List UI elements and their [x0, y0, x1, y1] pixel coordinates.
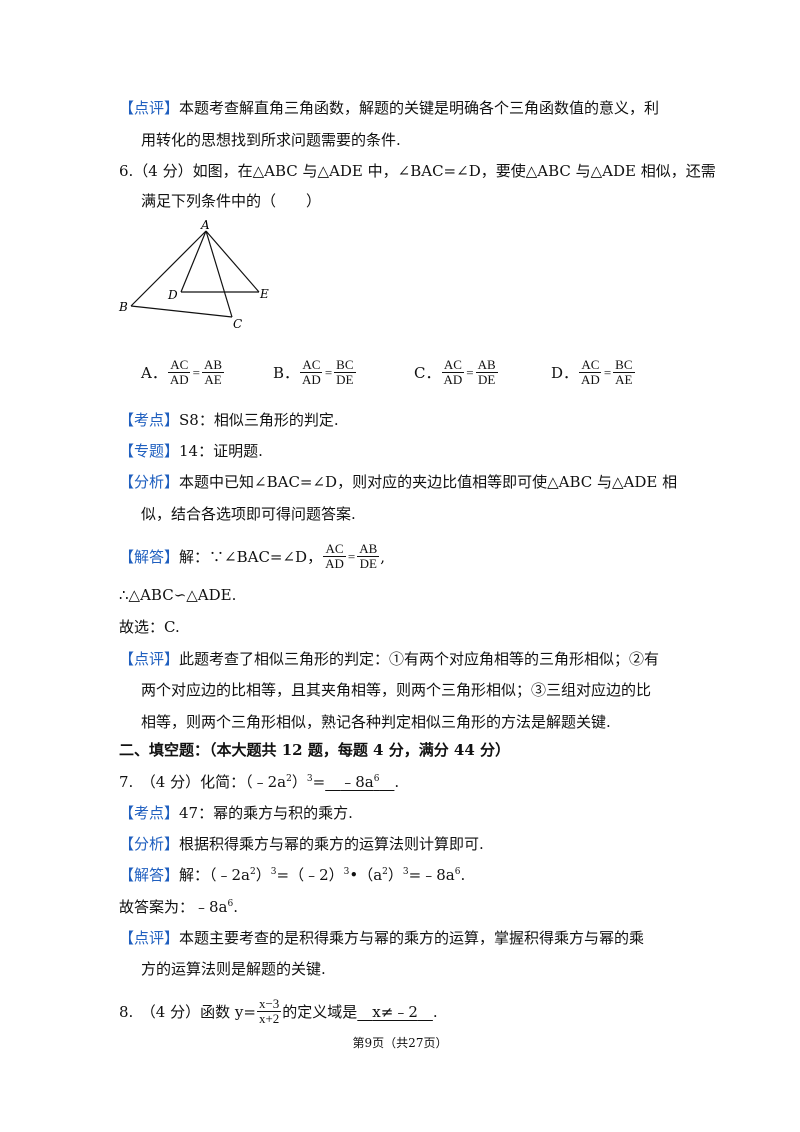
segment-ae	[205, 230, 260, 293]
label-d: D	[167, 288, 178, 302]
q6-review-line2: 两个对应边的比相等，且其夹角相等，则两个三角形相似；③三组对应边的比	[141, 681, 652, 699]
segment-ad	[180, 230, 207, 293]
label-a: A	[200, 218, 210, 232]
q5-review-line2: 用转化的思想找到所求问题需要的条件.	[141, 131, 401, 149]
q6-review-line1: 【点评】此题考查了相似三角形的判定：①有两个对应角相等的三角形相似；②有	[119, 650, 660, 668]
q7-stem: 7. （4 分）化简：（﹣2a2）3= ﹣8a6 .	[119, 773, 400, 791]
q7-final-answer: 故答案为：﹣8a6.	[119, 898, 239, 916]
q7-analysis: 【分析】根据积得乘方与幂的乘方的运算法则计算即可.	[119, 835, 484, 853]
q7-answer-blank: ﹣8a6	[340, 773, 380, 791]
segment-ab	[130, 230, 207, 307]
label-b: B	[118, 300, 128, 314]
q5-review-line1: 【点评】本题考查解直角三角函数，解题的关键是明确各个三角函数值的意义，利	[119, 99, 660, 117]
q6-kaodian: 【考点】S8：相似三角形的判定.	[119, 411, 339, 429]
q6-review-line3: 相等，则两个三角形相似，熟记各种判定相似三角形的方法是解题关键.	[141, 713, 611, 731]
q7-review-line2: 方的运算法则是解题的关键.	[141, 960, 326, 978]
q6-zhuanti: 【专题】14：证明题.	[119, 442, 263, 460]
q6-stem-line2: 满足下列条件中的（ ）	[141, 192, 322, 210]
q7-solution: 【解答】解：（﹣2a2）3=（﹣2）3•（a2）3=﹣8a6.	[119, 866, 466, 884]
q8-answer-blank: x≠﹣2	[372, 1002, 418, 1021]
q6-answer: 故选：C.	[119, 618, 180, 636]
label-c: C	[233, 317, 242, 331]
q6-stem-line1: 6.（4 分）如图，在△ABC 与△ADE 中，∠BAC=∠D，要使△ABC 与…	[119, 162, 716, 180]
q6-analysis-line2: 似，结合各选项即可得问题答案.	[141, 505, 356, 523]
page-footer: 第9页（共27页）	[352, 1036, 448, 1050]
q6-analysis-line1: 【分析】本题中已知∠BAC=∠D，则对应的夹边比值相等即可使△ABC 与△ADE…	[119, 473, 678, 491]
q7-review-line1: 【点评】本题主要考查的是积得乘方与幂的乘方的运算，掌握积得乘方与幂的乘	[119, 929, 645, 947]
q6-therefore: ∴△ABC∽△ADE.	[119, 586, 237, 604]
review-tag: 【点评】	[119, 99, 180, 117]
segment-ac	[205, 230, 233, 318]
section-heading: 二、填空题：（本大题共 12 题，每题 4 分，满分 44 分）	[119, 741, 511, 759]
q7-kaodian: 【考点】47：幂的乘方与积的乘方.	[119, 804, 353, 822]
label-e: E	[259, 287, 269, 301]
q6-triangle-figure: A B C D E	[118, 218, 269, 331]
segment-bc	[130, 305, 233, 318]
